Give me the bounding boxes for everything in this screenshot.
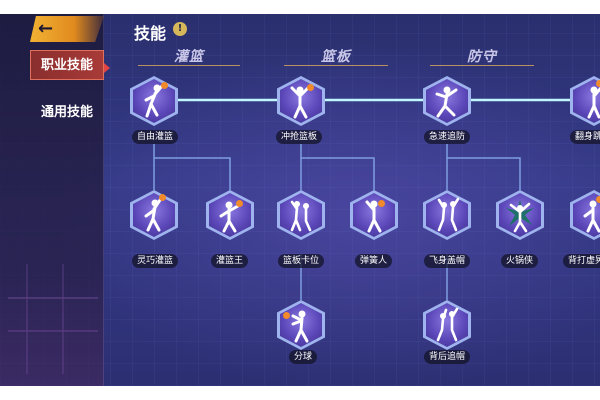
skill-post-fake-label: 背打虚晃 (563, 254, 600, 268)
skill-crash-boards[interactable] (277, 76, 325, 126)
skill-turnaround-jumper-label: 翻身跳 (570, 130, 600, 144)
basketball-icon (596, 80, 600, 87)
basketball-icon (161, 82, 168, 89)
player-defense-icon (435, 86, 458, 118)
player-dunk-king-icon (219, 201, 240, 233)
skill-dunk-king-label: 灌篮王 (211, 254, 249, 268)
player-block-icon (437, 197, 460, 232)
basketball-icon (596, 196, 600, 203)
skill-post-fake[interactable] (570, 190, 600, 240)
skill-free-dunk[interactable] (130, 76, 178, 126)
player-pass-icon (291, 310, 309, 343)
skill-box-out[interactable] (277, 190, 325, 240)
basketball-icon (378, 200, 385, 207)
game-screen: ← 职业技能 通用技能 技能 ! 灌篮 篮板 防守 (0, 14, 600, 386)
category-defense: 防守 (430, 46, 534, 66)
skill-rapid-chase[interactable] (423, 76, 471, 126)
skill-dunk-king[interactable] (206, 190, 254, 240)
skill-free-dunk-label: 自由灌篮 (132, 130, 179, 144)
tab-class-skills-label: 职业技能 (40, 58, 93, 73)
player-jumper-icon (587, 86, 600, 119)
category-dunk: 灌篮 (138, 46, 240, 66)
skill-box-out-label: 篮板卡位 (278, 254, 325, 268)
skill-crash-boards-label: 冲抢篮板 (276, 130, 323, 144)
tab-class-skills[interactable]: 职业技能 (30, 50, 104, 80)
player-spring-icon (365, 200, 382, 233)
back-button[interactable]: ← (30, 16, 104, 42)
player-rejector-icon (506, 200, 534, 233)
tab-general-skills[interactable]: 通用技能 (30, 98, 104, 128)
skill-rejector[interactable] (496, 190, 544, 240)
basketball-icon (236, 200, 243, 207)
skill-spring-man[interactable] (350, 190, 398, 240)
skill-rapid-chase-label: 急速追防 (424, 130, 471, 144)
player-dunk-icon (144, 84, 164, 118)
basketball-icon (307, 84, 314, 91)
skill-rejector-label: 火锅侠 (501, 254, 539, 268)
player-post-fake-icon (583, 200, 600, 233)
skill-agile-dunk[interactable] (130, 190, 178, 240)
player-rebound-icon (290, 86, 310, 119)
skill-turnaround-jumper[interactable] (570, 76, 600, 126)
page-title: 技能 (134, 24, 167, 43)
back-arrow-icon: ← (38, 18, 54, 39)
decorative-pattern (8, 264, 98, 374)
player-chase-block-icon (436, 307, 459, 342)
skill-chase-down-block-label: 背后追帽 (424, 350, 471, 364)
skill-spring-man-label: 弹簧人 (355, 254, 393, 268)
skill-flying-block[interactable] (423, 190, 471, 240)
skill-chase-down-block[interactable] (423, 300, 471, 350)
skill-agile-dunk-label: 灵巧灌篮 (132, 254, 179, 268)
skill-flying-block-label: 飞身盖帽 (424, 254, 471, 268)
basketball-icon (283, 312, 290, 319)
basketball-icon (159, 194, 166, 201)
skill-pass-out-label: 分球 (289, 350, 318, 364)
skill-pass-out[interactable] (277, 300, 325, 350)
player-box-out-icon (290, 200, 312, 232)
tab-general-skills-label: 通用技能 (40, 105, 93, 120)
sidebar: ← 职业技能 通用技能 (0, 14, 104, 386)
player-agile-dunk-icon (144, 198, 162, 232)
info-icon[interactable]: ! (173, 22, 187, 36)
category-rebound: 篮板 (284, 46, 388, 66)
active-tab-arrow-icon (104, 63, 110, 73)
